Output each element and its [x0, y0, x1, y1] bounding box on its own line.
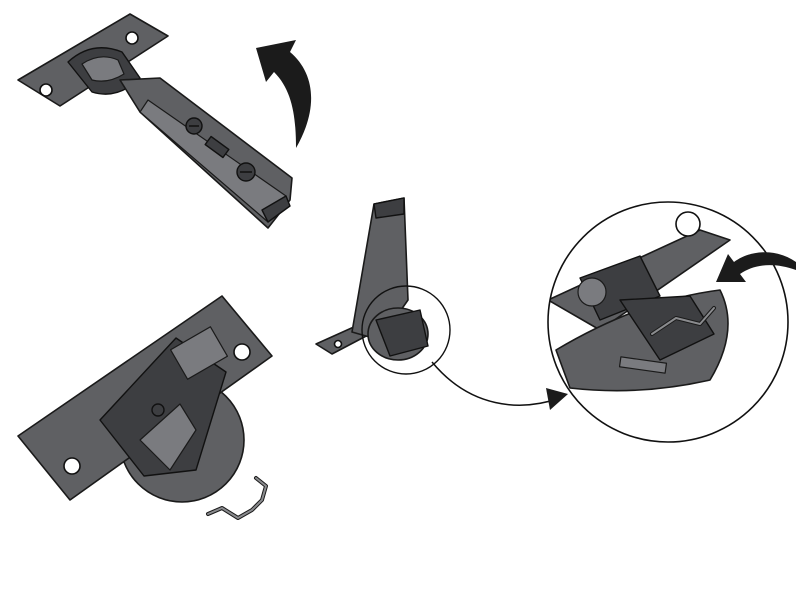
rotate-arrow-body — [256, 40, 312, 148]
mounting-hole-left — [39, 83, 53, 97]
side-mechanism — [375, 309, 429, 357]
side-mounting-hole — [333, 339, 343, 349]
spring-clip-highlight — [207, 477, 267, 519]
mechanism-housing — [169, 326, 229, 380]
detail-magnifier — [547, 201, 789, 443]
arm-slot — [204, 135, 230, 159]
mechanism-lever — [139, 403, 197, 471]
zoom-lower-pin — [618, 356, 668, 374]
side-arm-top — [373, 197, 405, 219]
callout-arrow-line — [431, 361, 561, 406]
rotate-arrow-icon — [256, 40, 312, 148]
bottom-mounting-hole-right — [233, 343, 251, 361]
zoom-rotate-arrow-body — [716, 252, 796, 282]
detail-magnifier-source — [361, 285, 451, 375]
mechanism-pin — [151, 403, 165, 417]
hinge-cup-inner — [81, 56, 125, 82]
zoom-rotate-arrow-icon — [716, 252, 796, 282]
zoom-spring-clip-highlight — [651, 307, 715, 335]
zoom-mechanism — [619, 295, 715, 361]
spring-clip-icon — [206, 476, 268, 520]
mounting-hole-right — [125, 31, 139, 45]
hinge-top-view — [17, 13, 293, 229]
hinge-side-view — [315, 197, 451, 375]
zoom-content — [548, 202, 788, 442]
zoom-plate-hole — [675, 211, 701, 237]
bottom-mounting-hole-left — [63, 457, 81, 475]
callout-arrow-icon — [431, 361, 568, 410]
hinge-bottom-view — [17, 295, 273, 503]
zoom-pivot — [577, 277, 607, 307]
arm-end-grip — [261, 195, 291, 223]
detail-magnifier-circle — [547, 201, 789, 443]
callout-arrow-head — [546, 388, 568, 410]
